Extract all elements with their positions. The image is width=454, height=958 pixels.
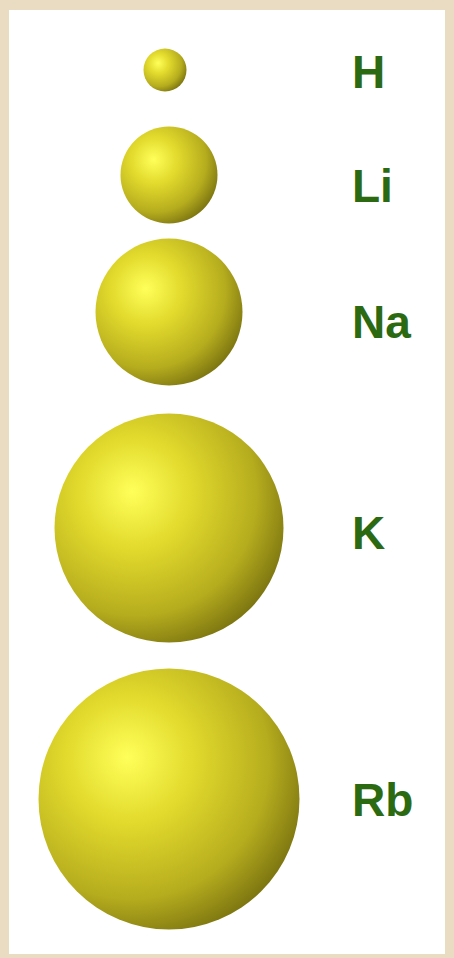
sphere	[121, 127, 218, 224]
atom-sphere: K	[54, 413, 284, 643]
atom-sphere: H	[143, 48, 187, 92]
sphere-shape	[95, 238, 243, 386]
sphere	[96, 239, 243, 386]
element-symbol: Li	[352, 163, 393, 209]
element-symbol: Rb	[352, 777, 413, 823]
atom-sphere: Li	[120, 126, 218, 224]
sphere-shape	[120, 126, 218, 224]
element-symbol: K	[352, 510, 385, 556]
sphere	[55, 414, 284, 643]
sphere-shape	[143, 48, 187, 92]
atom-sphere: Na	[95, 238, 243, 386]
sphere	[39, 669, 300, 930]
white-panel	[9, 10, 445, 954]
atom-sphere: Rb	[38, 668, 300, 930]
sphere-shape	[38, 668, 300, 930]
element-symbol: Na	[352, 299, 411, 345]
sphere-shape	[54, 413, 284, 643]
sphere	[144, 49, 187, 92]
element-symbol: H	[352, 49, 385, 95]
